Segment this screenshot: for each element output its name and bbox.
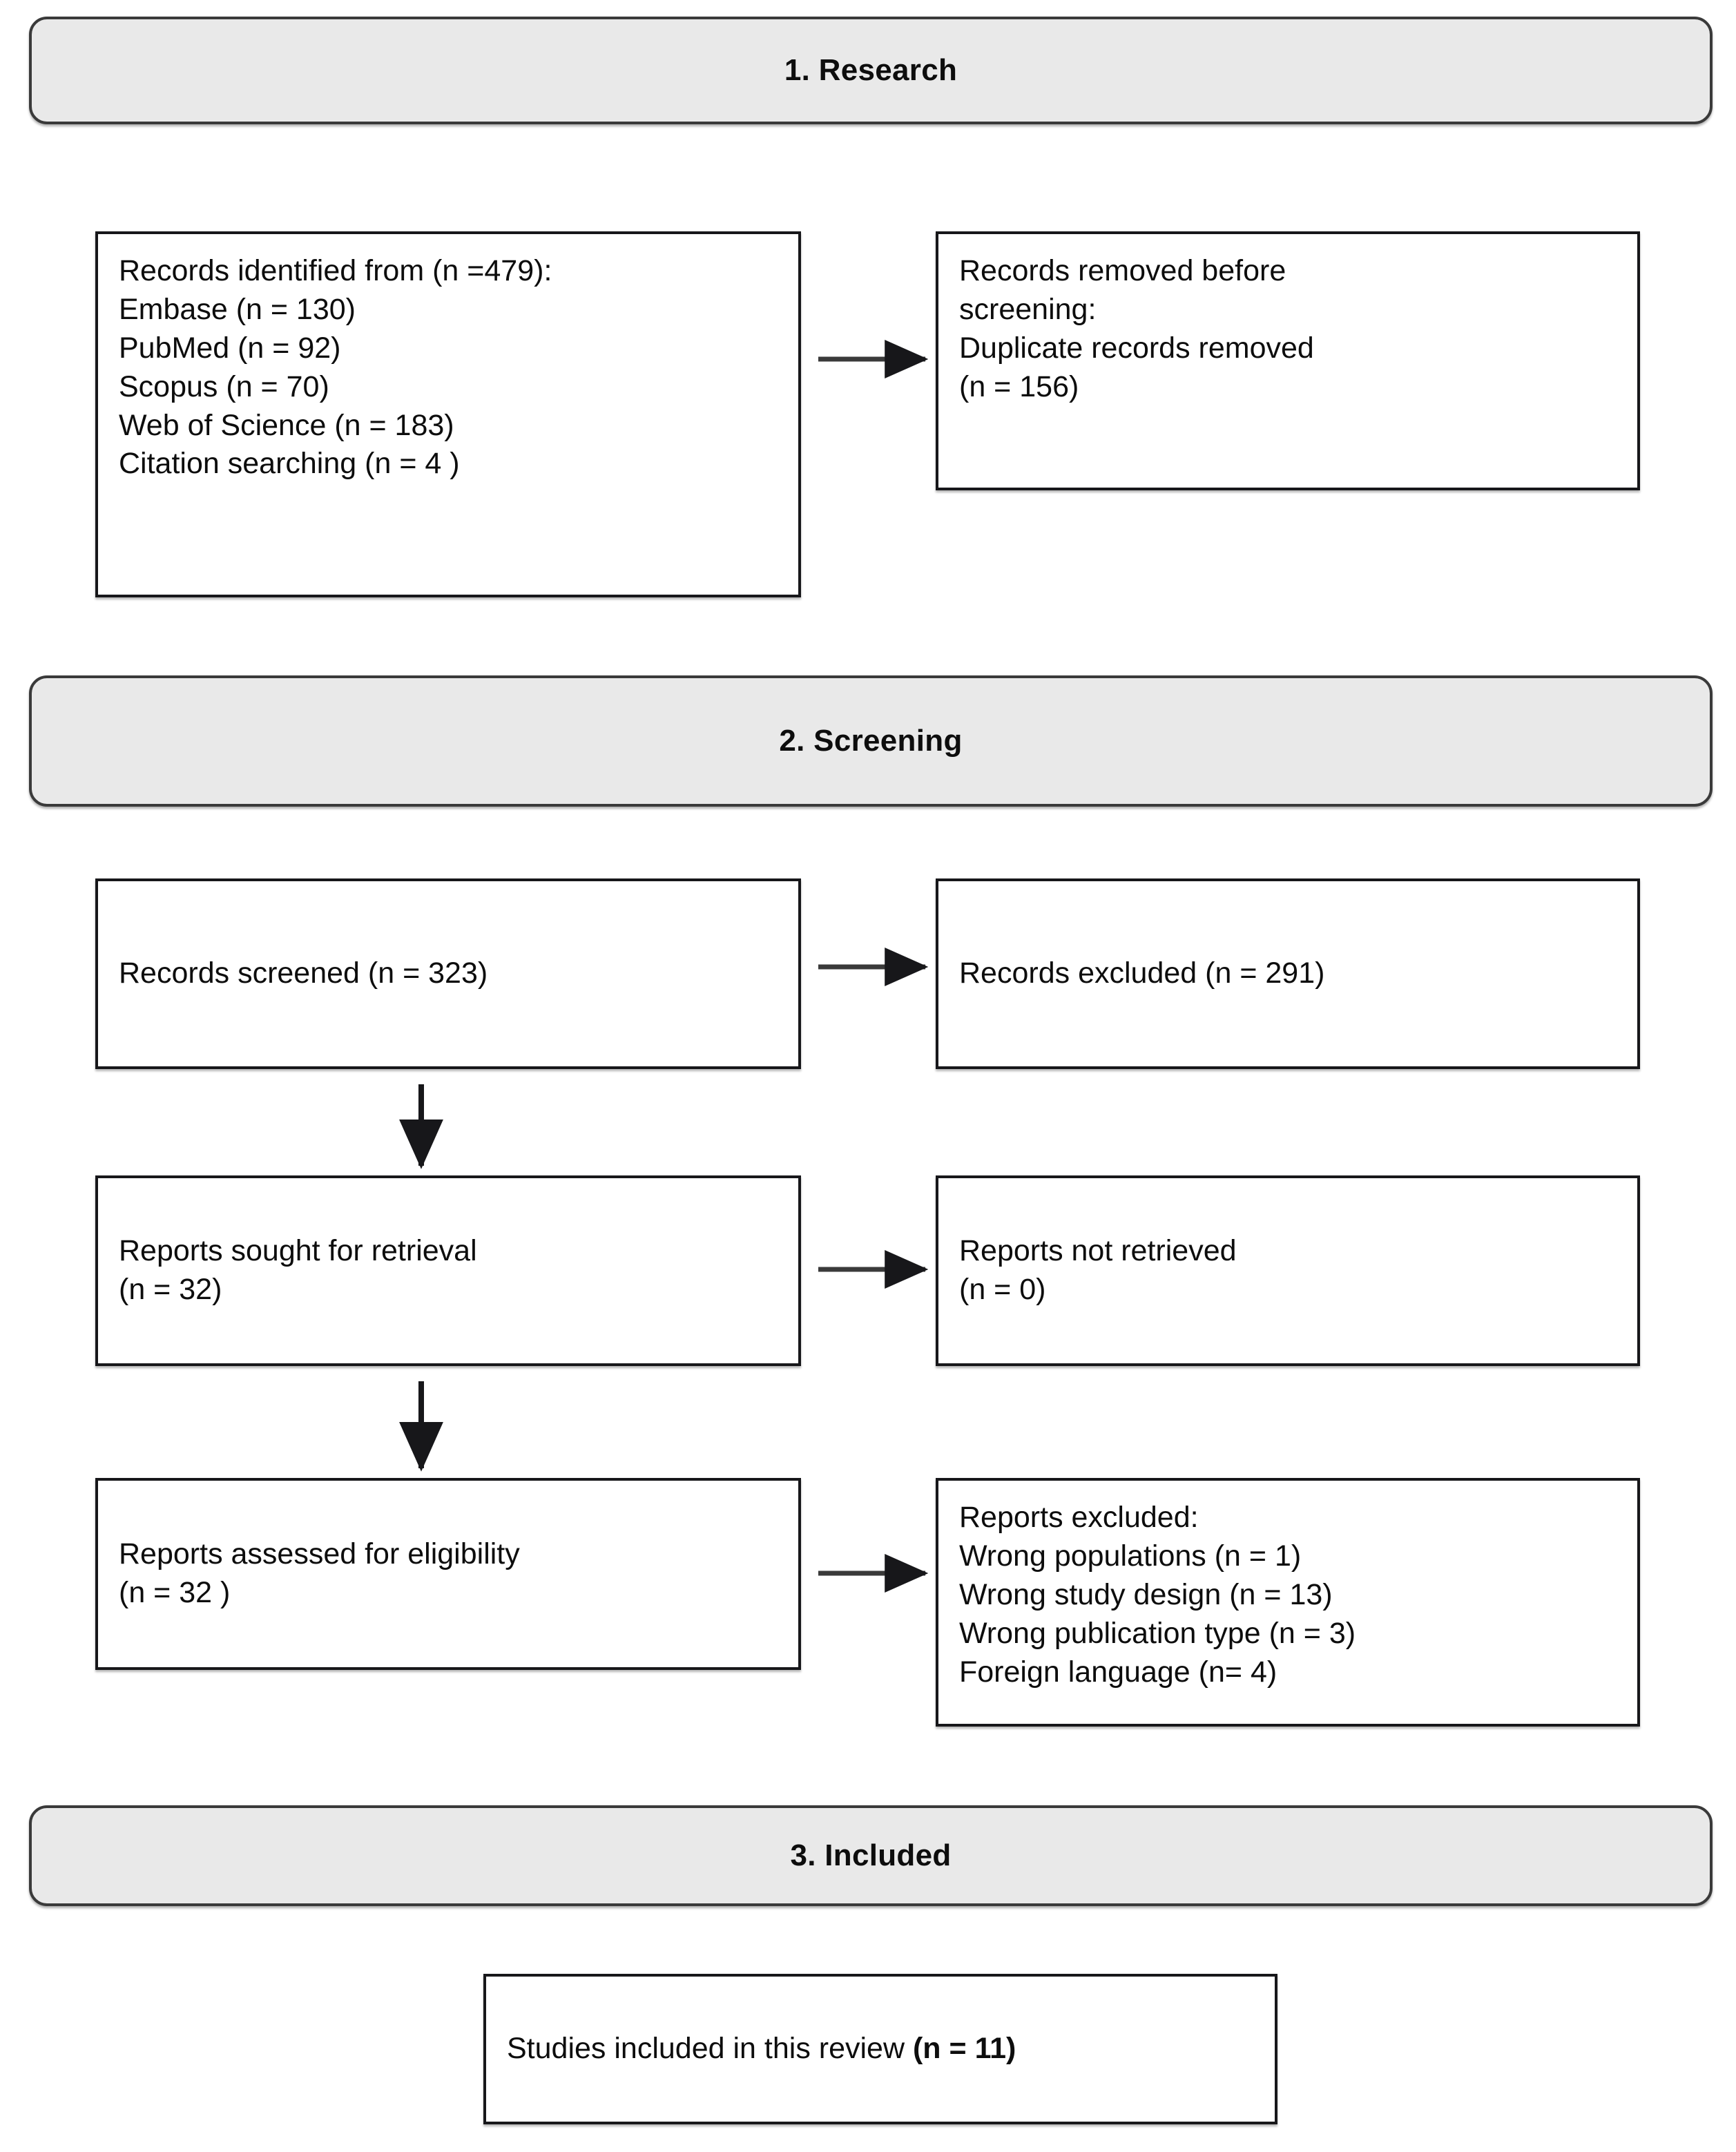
stage-header-included: 3. Included (29, 1805, 1713, 1906)
box-reports-not-retrieved-text: Reports not retrieved (n = 0) (959, 1234, 1237, 1306)
box-reports-excluded-text: Reports excluded: Wrong populations (n =… (959, 1501, 1356, 1689)
box-records-identified: Records identified from (n =479): Embase… (95, 231, 801, 597)
stage-header-included-label: 3. Included (790, 1838, 952, 1872)
box-records-excluded: Records excluded (n = 291) (936, 878, 1640, 1069)
box-studies-included-prefix: Studies included in this review (507, 2032, 913, 2066)
stage-header-research: 1. Research (29, 17, 1713, 124)
box-reports-sought-text: Reports sought for retrieval (n = 32) (119, 1234, 477, 1306)
box-records-removed-text: Records removed before screening: Duplic… (959, 254, 1314, 403)
box-records-removed: Records removed before screening: Duplic… (936, 231, 1640, 490)
box-reports-not-retrieved: Reports not retrieved (n = 0) (936, 1175, 1640, 1366)
box-reports-excluded: Reports excluded: Wrong populations (n =… (936, 1478, 1640, 1727)
box-reports-assessed: Reports assessed for eligibility (n = 32… (95, 1478, 801, 1670)
box-records-screened-text: Records screened (n = 323) (119, 957, 488, 990)
box-studies-included: Studies included in this review (n = 11) (483, 1974, 1277, 2124)
box-studies-included-count: (n = 11) (912, 2032, 1016, 2066)
box-studies-included-text: Studies included in this review (n = 11) (486, 2030, 1275, 2068)
stage-header-research-label: 1. Research (784, 53, 958, 87)
box-records-excluded-text: Records excluded (n = 291) (959, 957, 1325, 990)
stage-header-screening-label: 2. Screening (779, 724, 963, 758)
box-records-identified-text: Records identified from (n =479): Embase… (119, 254, 552, 481)
stage-header-screening: 2. Screening (29, 675, 1713, 807)
box-reports-assessed-text: Reports assessed for eligibility (n = 32… (119, 1537, 520, 1609)
box-reports-sought: Reports sought for retrieval (n = 32) (95, 1175, 801, 1366)
box-records-screened: Records screened (n = 323) (95, 878, 801, 1069)
